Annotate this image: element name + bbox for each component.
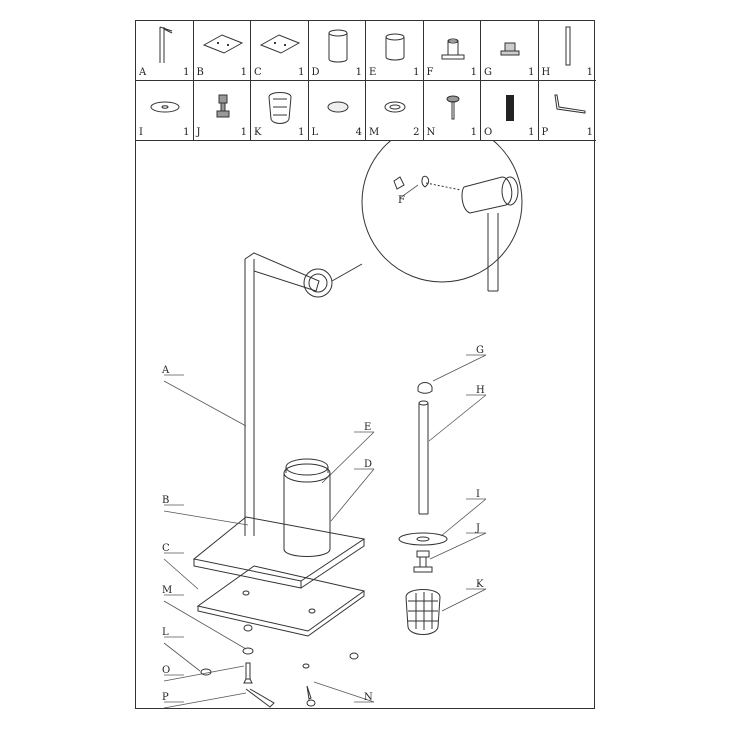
cup-d [283, 473, 331, 557]
cup-insert-icon [385, 33, 405, 61]
part-quantity: 1 [528, 127, 535, 138]
plate-icon [202, 34, 243, 54]
callout-p: P [162, 692, 169, 703]
part-quantity: 1 [240, 67, 247, 78]
callout-o: O [162, 665, 170, 676]
part-letter: O [484, 127, 493, 138]
part-letter: H [541, 67, 551, 78]
detail-part-f [421, 175, 430, 188]
rod-icon [565, 26, 570, 66]
part-quantity: 1 [528, 67, 535, 78]
callout-e: E [364, 422, 371, 433]
allen-key-icon [553, 94, 585, 114]
screw-icon [446, 95, 459, 120]
ring-washer-m [242, 647, 254, 655]
connector-j [416, 550, 430, 558]
bolt-o [245, 662, 251, 680]
part-letter: C [254, 67, 262, 78]
screw-n [306, 685, 312, 700]
callout-d: D [364, 459, 372, 470]
callout-i: I [476, 489, 480, 500]
detail-tube-end [461, 176, 513, 214]
part-letter: D [311, 67, 320, 78]
end-cap-icon [441, 38, 464, 60]
part-quantity: 1 [413, 67, 420, 78]
brush-head-icon [268, 92, 292, 124]
detail-view-circle [361, 141, 523, 283]
callout-l: L [162, 627, 169, 638]
part-letter: B [196, 67, 204, 78]
assembly-diagram: A B C D E F G H I J K L M N O P [161, 141, 523, 708]
detail-end-cap [393, 176, 405, 190]
callout-a: A [161, 365, 170, 376]
part-letter: K [254, 127, 262, 138]
ring-washer-icon [384, 101, 406, 113]
callout-n: N [364, 692, 373, 703]
plate-icon [259, 34, 301, 54]
part-letter: J [196, 127, 201, 138]
knob-g [417, 382, 433, 394]
brush-head-k [405, 589, 441, 635]
part-quantity: 1 [298, 127, 305, 138]
callout-b: B [162, 495, 169, 506]
part-letter: A [139, 67, 147, 78]
part-letter: F [426, 67, 434, 78]
part-letter: I [139, 127, 143, 138]
part-quantity: 1 [470, 127, 477, 138]
washer-disc-icon [150, 101, 180, 113]
foot-pad-icon [327, 101, 348, 113]
part-letter: N [426, 127, 436, 138]
callout-m: M [162, 585, 172, 596]
part-quantity: 4 [355, 127, 362, 138]
part-letter: E [369, 67, 377, 78]
bolt-icon [506, 95, 514, 121]
callout-f: F [398, 195, 405, 206]
washer-i [398, 532, 448, 546]
part-quantity: 1 [183, 67, 190, 78]
knob-cap-icon [500, 42, 520, 56]
part-letter: M [369, 127, 380, 138]
part-quantity: 1 [355, 67, 362, 78]
part-letter: P [541, 127, 549, 138]
part-quantity: 1 [298, 67, 305, 78]
threaded-connector-icon [216, 94, 229, 118]
callout-h: H [476, 385, 485, 396]
callout-c: C [162, 543, 170, 554]
plate-c [196, 565, 366, 632]
part-quantity: 2 [413, 127, 420, 138]
long-bent-tube-icon [159, 26, 173, 63]
detail-leader [331, 263, 363, 282]
part-quantity: 1 [586, 67, 593, 78]
allen-key-p [245, 688, 275, 708]
callout-j: J [475, 523, 480, 534]
cylinder-cup-icon [328, 29, 347, 63]
part-letter: G [484, 67, 492, 78]
part-quantity: 1 [470, 67, 477, 78]
callout-g: G [476, 345, 484, 356]
part-quantity: 1 [183, 127, 190, 138]
part-letter: L [311, 127, 319, 138]
part-quantity: 1 [586, 127, 593, 138]
part-quantity: 1 [240, 127, 247, 138]
callout-k: K [476, 579, 484, 590]
